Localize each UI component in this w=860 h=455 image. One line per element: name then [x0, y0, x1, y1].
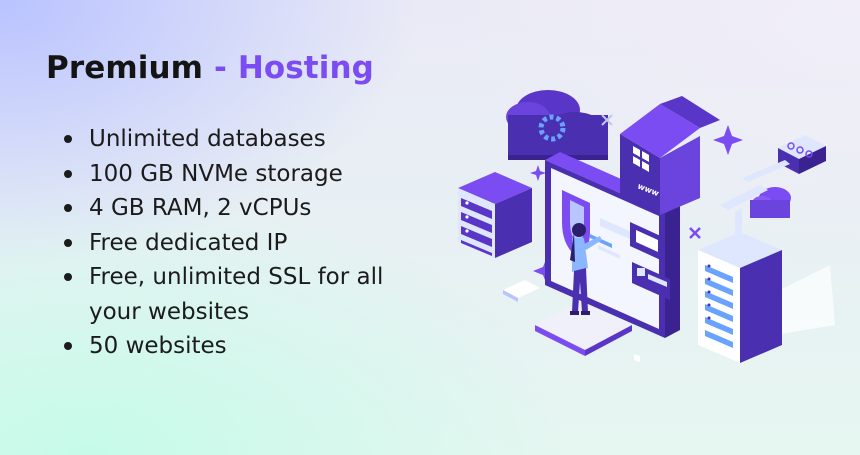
floor-tile-side-right: [585, 325, 632, 356]
feature-item: Free dedicated IP: [62, 226, 402, 261]
feature-item: 100 GB NVMe storage: [62, 157, 402, 192]
sparkle-icon: [530, 165, 546, 181]
house-icon: www: [620, 96, 720, 362]
server-rack-icon: [458, 172, 532, 258]
floor-card: [503, 280, 540, 298]
data-ribbon: [742, 160, 790, 182]
x-mark-icon: [601, 114, 613, 126]
feature-list: Unlimited databases 100 GB NVMe storage …: [62, 122, 402, 364]
feature-item: 4 GB RAM, 2 vCPUs: [62, 191, 402, 226]
cloud-icon: [750, 187, 791, 218]
title-separator: -: [203, 50, 238, 86]
title-accent: Hosting: [237, 50, 374, 86]
hosting-illustration: www: [458, 90, 835, 363]
page-title: Premium - Hosting: [46, 50, 374, 86]
gear-icon: [538, 114, 566, 142]
floor-tile: [535, 302, 632, 350]
feature-item: 50 websites: [62, 329, 402, 364]
feature-item: Unlimited databases: [62, 122, 402, 157]
x-mark-icon: [689, 227, 701, 239]
title-main: Premium: [46, 50, 204, 86]
sparkle-icon: [713, 125, 743, 155]
floor-card-side: [503, 290, 518, 302]
server-tower-icon: [698, 232, 782, 363]
mini-server-icon: [778, 135, 826, 174]
person-figure: [570, 223, 602, 315]
floor-tile-side: [535, 325, 585, 356]
feature-item: Free, unlimited SSL for all your website…: [62, 260, 402, 329]
data-ribbon: [720, 185, 768, 210]
